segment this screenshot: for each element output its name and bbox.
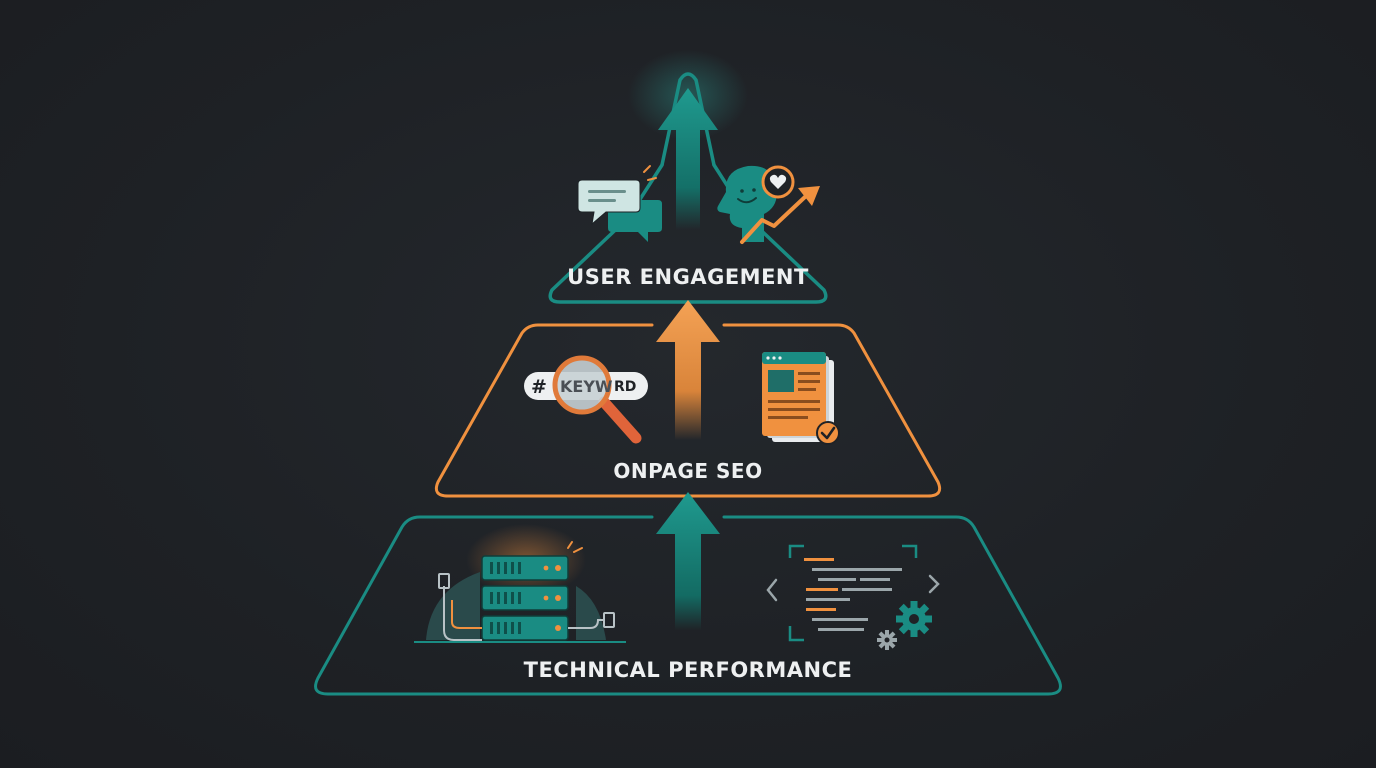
content-page-check-icon [762,352,840,445]
bottom-tier-outline [314,515,1062,696]
technical-performance-label: TECHNICAL PERFORMANCE [523,658,853,682]
keyword-rest-text: RD [614,379,636,395]
top-up-arrow [658,88,718,230]
keyword-magnified-text: KEYW [560,377,613,396]
onpage-seo-label: ONPAGE SEO [613,459,763,483]
chat-bubbles-icon [577,165,662,242]
user-engagement-label: USER ENGAGEMENT [567,265,809,289]
happy-user-growth-icon [717,165,820,244]
keyword-hash: # [531,376,547,398]
code-gear-icon [766,544,940,650]
server-stack-icon [414,524,626,643]
bottom-up-arrow [656,492,720,630]
middle-up-arrow [656,300,720,440]
keyword-magnifier-icon: # KEYW RD [524,355,648,444]
